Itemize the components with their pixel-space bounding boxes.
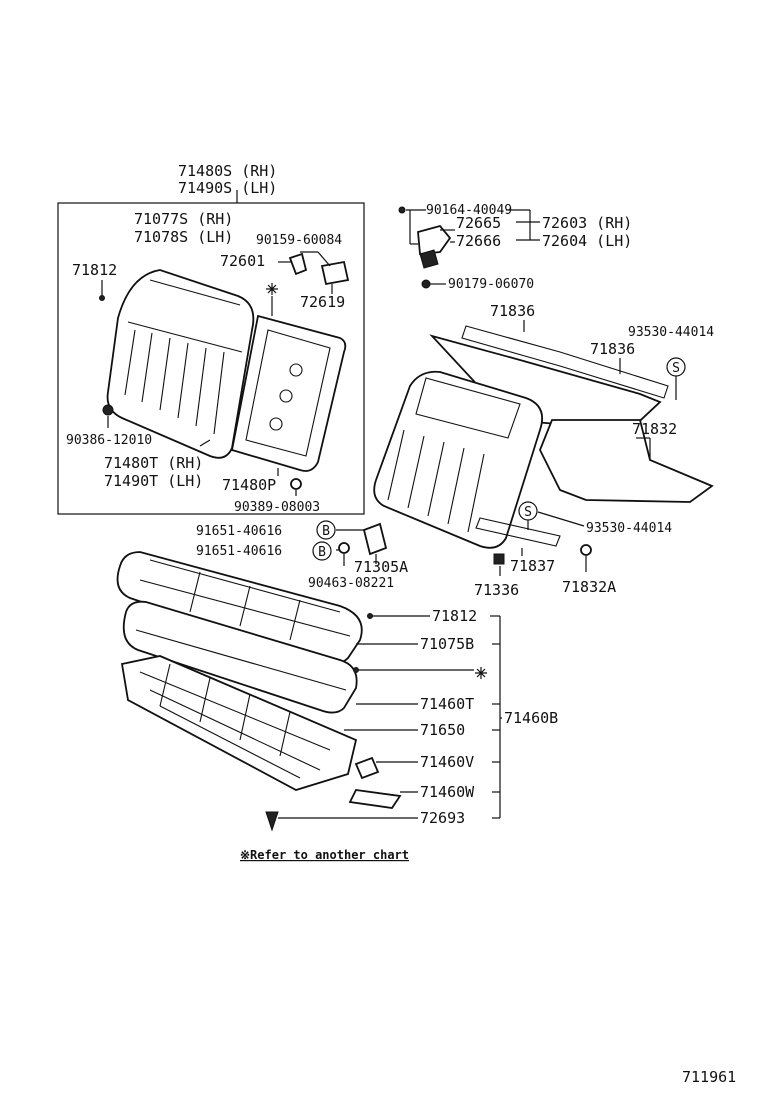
label-bolt-91651-a: 91651-40616	[196, 524, 282, 539]
asterisk-icon	[475, 667, 487, 679]
label-carpet-71832: 71832	[632, 420, 677, 438]
label-group-top-lh: 71490S (LH)	[178, 179, 277, 197]
lock-assembly	[417, 224, 452, 269]
seat-cushion-cover	[116, 551, 363, 666]
label-board-71836-b: 71836	[590, 340, 635, 358]
label-group-top-rh: 71480S (RH)	[178, 162, 277, 180]
part-71460v-shape	[354, 756, 380, 780]
label-cushion-assy-71460b: 71460B	[504, 709, 558, 727]
label-bolt-91651-b: 91651-40616	[196, 544, 282, 559]
label-lock-72666: 72666	[456, 232, 501, 250]
right-seatback	[373, 370, 544, 549]
part-71460w-shape	[348, 789, 402, 809]
hinge-71305a-shape	[362, 522, 388, 556]
symbol-b-b: B	[318, 545, 326, 560]
label-nut-90463: 90463-08221	[308, 576, 394, 591]
label-back-cover-lh: 71078S (LH)	[134, 228, 233, 246]
symbol-s-mid-circle	[518, 501, 538, 521]
label-screw-90159: 90159-60084	[256, 233, 342, 248]
label-board-71836-a: 71836	[490, 302, 535, 320]
clip-71832a-shape	[580, 544, 592, 556]
symbol-b-a-circle	[316, 520, 336, 540]
label-frame-rh: 71480T (RH)	[104, 454, 203, 472]
label-pad-71812-bottom: 71812	[432, 607, 477, 625]
label-bolt-90389: 90389-08003	[234, 500, 320, 515]
seat-spring-frame	[120, 655, 358, 791]
label-part-71480p: 71480P	[222, 476, 276, 494]
diagram-number: 711961	[682, 1068, 736, 1086]
seatback-frame	[230, 314, 347, 472]
label-cushion-cover-71075b: 71075B	[420, 635, 474, 653]
nut-90386-shape	[102, 404, 114, 416]
seatback-group-box	[57, 202, 365, 515]
clip-72693-shape	[265, 811, 279, 832]
symbol-s-top: S	[672, 361, 680, 376]
label-lock-72665: 72665	[456, 214, 501, 232]
clip-71336-shape	[493, 553, 505, 565]
label-bracket-72619: 72619	[300, 293, 345, 311]
label-frame-lh: 71490T (LH)	[104, 472, 203, 490]
label-clip-72693: 72693	[420, 809, 465, 827]
carpet-71832-shape	[539, 419, 714, 503]
note-refer-another-chart: ※Refer to another chart	[240, 848, 409, 862]
seat-cushion-pad	[122, 600, 358, 714]
label-part-71460v: 71460V	[420, 753, 474, 771]
label-part-71460w: 71460W	[420, 783, 475, 801]
label-back-cover-rh: 71077S (RH)	[134, 210, 233, 228]
label-bolt-90164: 90164-40049	[426, 203, 512, 218]
pad-dot	[99, 295, 105, 301]
label-lock-assy-rh: 72603 (RH)	[542, 214, 632, 232]
label-nut-90386: 90386-12010	[66, 433, 152, 448]
label-hinge-72601: 72601	[220, 252, 265, 270]
hinge-72601-shape	[288, 252, 308, 276]
asterisk-icon	[266, 283, 278, 295]
label-clip-71336: 71336	[474, 581, 519, 599]
symbol-s-top-circle	[666, 357, 686, 377]
symbol-s-mid: S	[524, 505, 532, 520]
label-clip-93530-mid: 93530-44014	[586, 521, 672, 536]
seatback-cushion	[106, 269, 255, 459]
label-pad-71812-top: 71812	[72, 261, 117, 279]
label-spring-71650: 71650	[420, 721, 465, 739]
label-hinge-71305a: 71305A	[354, 558, 408, 576]
bolt-90389-shape	[290, 478, 302, 490]
symbol-b-a: B	[322, 524, 330, 539]
symbol-b-b-circle	[312, 541, 332, 561]
label-clip-71837: 71837	[510, 557, 555, 575]
label-lock-assy-lh: 72604 (LH)	[542, 232, 632, 250]
clip-71837-shape	[475, 517, 561, 547]
bracket-72619-shape	[320, 260, 350, 286]
label-cushion-pad-71460t: 71460T	[420, 695, 474, 713]
label-clip-71832a: 71832A	[562, 578, 616, 596]
label-screw-90179: 90179-06070	[448, 277, 534, 292]
label-clip-93530-top: 93530-44014	[628, 325, 714, 340]
